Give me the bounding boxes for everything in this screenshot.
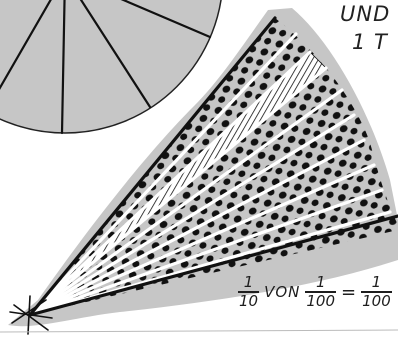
fraction-one-tenth: 1 10 <box>238 275 259 309</box>
handwritten-text-line-2: 1 T <box>352 30 388 54</box>
fraction-denominator: 100 <box>361 294 392 309</box>
equation-word: VON <box>264 283 300 301</box>
fraction-equation: 1 10 VON 1 100 = 1 100 <box>238 262 392 322</box>
fraction-one-hundredth: 1 100 <box>305 275 336 309</box>
fraction-numerator: 1 <box>371 275 383 290</box>
fraction-numerator: 1 <box>243 275 255 290</box>
fraction-result: 1 100 <box>361 275 392 309</box>
fraction-denominator: 10 <box>238 294 259 309</box>
ground-line <box>0 330 398 332</box>
equals-sign: = <box>341 282 356 303</box>
handwritten-text-line-1: UND <box>340 2 390 26</box>
fraction-numerator: 1 <box>315 275 327 290</box>
fraction-denominator: 100 <box>305 294 336 309</box>
